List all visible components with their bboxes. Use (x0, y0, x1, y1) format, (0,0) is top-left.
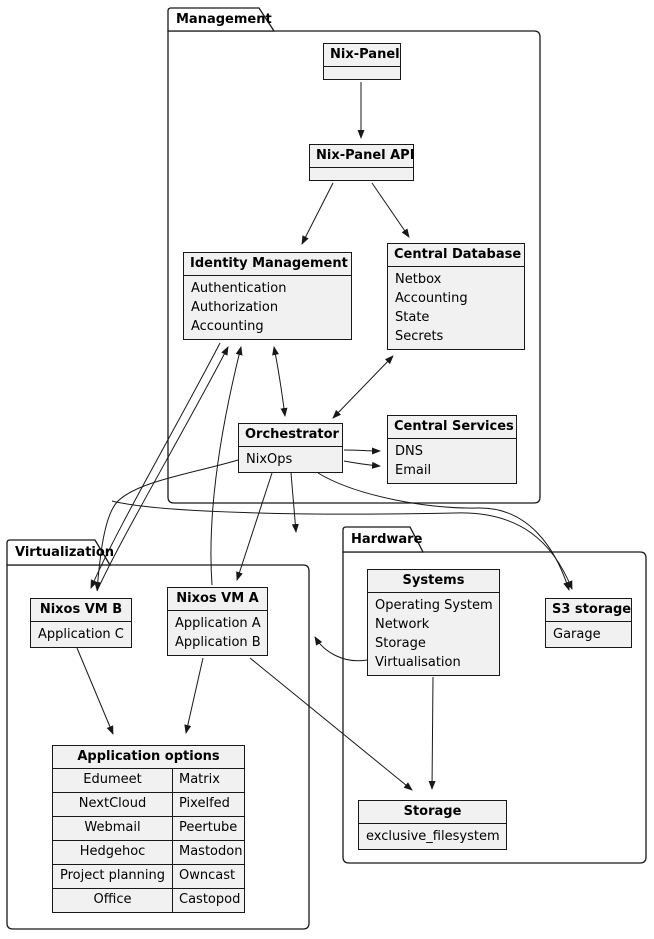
node-title: S3 storage (546, 599, 631, 622)
node-body: Garage (546, 622, 631, 647)
edge-vm-b-to-s3-storage (111, 500, 573, 590)
table-cell: Peertube (179, 820, 238, 835)
table-row: Office Castopod (53, 889, 244, 912)
node-title: Orchestrator (239, 424, 342, 447)
node-title: Nix-Panel API (310, 145, 415, 168)
table-cell: Owncast (179, 868, 236, 883)
package-label-hardware: Hardware (351, 532, 423, 547)
table-cell: Matrix (179, 772, 220, 787)
node-attr: Operating System (375, 598, 493, 613)
node-storage: Storage exclusive_filesystem (358, 800, 507, 850)
node-attr: Storage (375, 636, 426, 651)
table-cell: Hedgehoc (53, 841, 173, 864)
node-title: Nixos VM A (168, 588, 267, 611)
node-attr: NixOps (246, 452, 293, 467)
table-header: Application options (53, 746, 244, 769)
node-title: Identity Management (184, 253, 351, 276)
node-body (310, 168, 413, 180)
table-cell: NextCloud (53, 793, 173, 816)
node-body: DNS Email (388, 439, 516, 483)
node-title: Central Database (388, 244, 524, 267)
node-central-services: Central Services DNS Email (387, 415, 517, 484)
edge-vm-a-to-storage (249, 657, 413, 791)
node-body: Netbox Accounting State Secrets (388, 267, 524, 349)
table-cell: Edumeet (53, 769, 173, 792)
node-attr: Authentication (191, 281, 287, 296)
node-body: Operating System Network Storage Virtual… (368, 593, 499, 675)
node-identity-management: Identity Management Authentication Autho… (183, 252, 352, 340)
node-attr: Application C (38, 627, 124, 642)
node-body: Application C (31, 622, 131, 647)
node-attr: Authorization (191, 300, 279, 315)
node-title: Systems (368, 570, 499, 593)
node-attr: Garage (553, 627, 601, 642)
node-attr: DNS (395, 444, 423, 459)
node-attr: Virtualisation (375, 655, 461, 670)
edge-orchestrator-to-s3-storage (317, 472, 570, 591)
node-body: Authentication Authorization Accounting (184, 276, 351, 339)
package-management (167, 7, 541, 504)
node-nix-panel-api: Nix-Panel API (309, 144, 415, 181)
table-row: Project planning Owncast (53, 865, 244, 889)
node-body: exclusive_filesystem (359, 824, 506, 849)
table-cell: Castopod (179, 892, 241, 907)
node-title: Nixos VM B (31, 599, 131, 622)
node-systems: Systems Operating System Network Storage… (367, 569, 500, 676)
edge-central-database-orchestrator (332, 355, 394, 419)
edge-identity-management-orchestrator (272, 346, 288, 417)
package-label-virtualization: Virtualization (15, 545, 115, 560)
node-body: Application A Application B (168, 611, 267, 655)
node-attr: State (395, 310, 430, 325)
node-body: NixOps (239, 447, 342, 472)
node-orchestrator: Orchestrator NixOps (238, 423, 343, 473)
table-cell: Mastodon (179, 844, 243, 859)
edge-orchestrator-to-vm-a (236, 472, 273, 581)
edge-vm-a-to-application-options (184, 657, 204, 734)
node-attr: Accounting (191, 319, 264, 334)
node-title: Central Services (388, 416, 516, 439)
table-row: Edumeet Matrix (53, 769, 244, 793)
edge-vm-b-to-identity-management (96, 346, 229, 592)
edge-vm-b-to-application-options (76, 647, 114, 735)
edge-orchestrator-to-email (343, 460, 381, 469)
edge-identity-management-to-vm-b (90, 342, 221, 589)
table-row: NextCloud Pixelfed (53, 793, 244, 817)
node-attr: Netbox (395, 272, 442, 287)
package-label-management: Management (176, 12, 272, 27)
table-cell: Webmail (53, 817, 173, 840)
node-nix-panel: Nix-Panel (323, 43, 401, 80)
edge-systems-to-storage (428, 676, 436, 790)
node-attr: Secrets (395, 329, 444, 344)
node-s3-storage: S3 storage Garage (545, 598, 632, 648)
node-nixos-vm-a: Nixos VM A Application A Application B (167, 587, 268, 656)
node-body (324, 67, 400, 79)
edge-orchestrator-to-dns (343, 447, 381, 455)
table-row: Webmail Peertube (53, 817, 244, 841)
table-cell: Pixelfed (179, 796, 230, 811)
node-attr: Application B (175, 635, 261, 650)
node-attr: Application A (175, 616, 261, 631)
edge-vm-a-to-identity-management (210, 346, 243, 586)
node-attr: Network (375, 617, 430, 632)
node-central-database: Central Database Netbox Accounting State… (387, 243, 525, 350)
edge-api-to-identity-management (301, 182, 334, 245)
edge-orchestrator-to-virtualization (290, 472, 299, 533)
table-cell: Project planning (53, 865, 173, 888)
node-attr: exclusive_filesystem (366, 829, 500, 844)
edge-api-to-central-database (371, 182, 410, 238)
table-row: Hedgehoc Mastodon (53, 841, 244, 865)
table-cell: Office (53, 889, 173, 912)
node-attr: Accounting (395, 291, 468, 306)
node-application-options: Application options Edumeet Matrix NextC… (52, 745, 245, 913)
node-attr: Email (395, 463, 432, 478)
node-title: Storage (359, 801, 506, 824)
node-title: Nix-Panel (324, 44, 400, 67)
node-nixos-vm-b: Nixos VM B Application C (30, 598, 132, 648)
edge-systems-to-virtualization (314, 636, 368, 662)
